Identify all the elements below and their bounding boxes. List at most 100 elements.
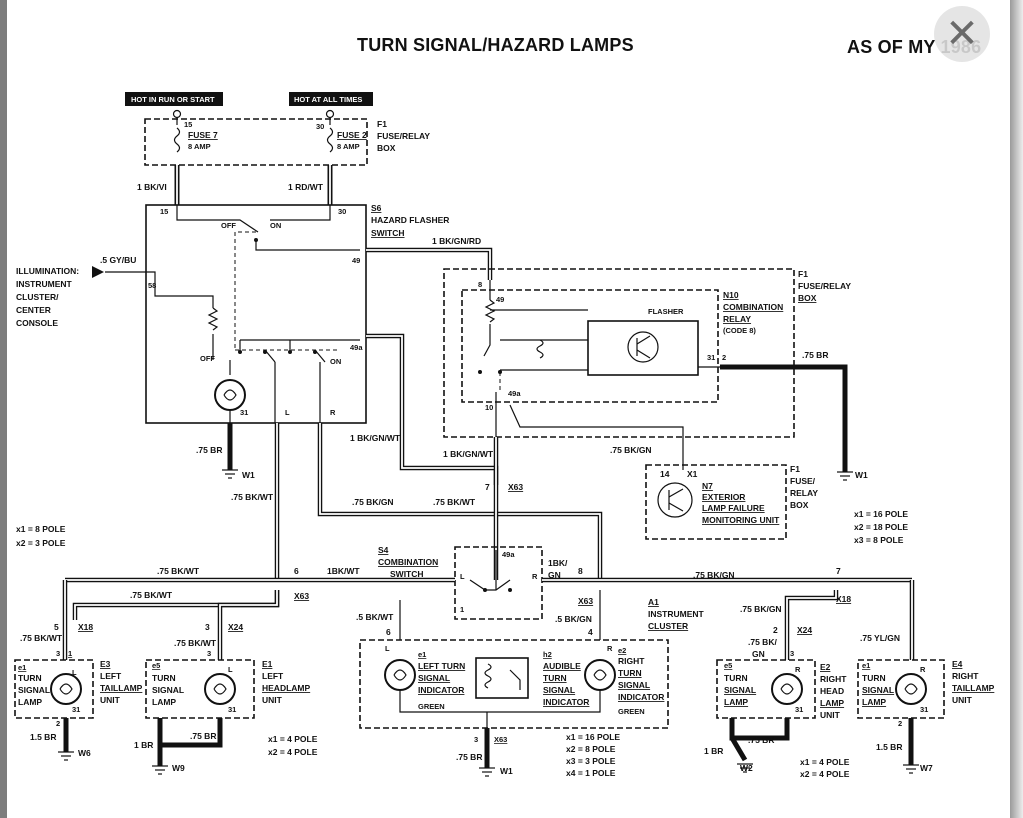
svg-text:31: 31	[707, 353, 715, 362]
svg-text:SIGNAL: SIGNAL	[18, 685, 50, 695]
svg-text:ILLUMINATION:: ILLUMINATION:	[16, 266, 79, 276]
svg-text:x3 = 3 POLE: x3 = 3 POLE	[566, 756, 616, 766]
connector-x2-a1: X63	[494, 735, 507, 744]
s6-pin-30: 30	[338, 207, 346, 216]
fuse-2-name: FUSE 2	[337, 130, 367, 140]
svg-text:TURN: TURN	[152, 673, 176, 683]
svg-text:SIGNAL: SIGNAL	[152, 685, 184, 695]
connector-x63-b: X63	[294, 591, 309, 601]
svg-text:F1: F1	[790, 464, 800, 474]
s6-on-1: ON	[270, 221, 281, 230]
pin-3-a: 3	[205, 622, 210, 632]
svg-text:COMBINATION: COMBINATION	[723, 302, 783, 312]
svg-text:14: 14	[660, 469, 670, 479]
svg-text:TURN: TURN	[18, 673, 42, 683]
svg-text:GREEN: GREEN	[618, 707, 645, 716]
wire-label-5bkgn: .5 BK/GN	[555, 614, 592, 624]
svg-text:31: 31	[72, 705, 80, 714]
wire-label-5bkwt: .5 BK/WT	[356, 612, 394, 622]
svg-text:S4: S4	[378, 545, 389, 555]
combination-switch-s4: S4 COMBINATION SWITCH 49a L R 1	[378, 545, 543, 620]
illumination-label: ILLUMINATION: INSTRUMENT CLUSTER/ CENTER…	[16, 266, 79, 328]
pin-3-d: 3	[474, 735, 478, 744]
svg-text:L: L	[460, 572, 465, 581]
svg-text:LAMP: LAMP	[152, 697, 176, 707]
svg-text:LEFT: LEFT	[100, 671, 122, 681]
pole-note-e1: x1 = 4 POLE x2 = 4 POLE	[268, 734, 318, 757]
wire-label-5gybu: .5 GY/BU	[100, 255, 136, 265]
s6-pin-R: R	[330, 408, 336, 417]
wire-label-75bkgn-relay: .75 BK/GN	[610, 445, 652, 455]
svg-text:x3 = 8 POLE: x3 = 8 POLE	[854, 535, 904, 545]
svg-text:E1: E1	[262, 659, 273, 669]
ground-w7-icon	[903, 764, 919, 774]
svg-text:BOX: BOX	[798, 293, 817, 303]
svg-text:SIGNAL: SIGNAL	[618, 680, 650, 690]
svg-text:x4 = 1 POLE: x4 = 1 POLE	[566, 768, 616, 778]
svg-text:FUSE/RELAY: FUSE/RELAY	[798, 281, 851, 291]
svg-text:RIGHT: RIGHT	[618, 656, 645, 666]
svg-text:INDICATOR: INDICATOR	[618, 692, 664, 702]
svg-text:LAMP: LAMP	[820, 698, 844, 708]
svg-text:GREEN: GREEN	[418, 702, 445, 711]
wire-label-15br-l: 1.5 BR	[30, 732, 56, 742]
svg-text:x1 = 8 POLE: x1 = 8 POLE	[16, 524, 66, 534]
wire-label-75ylgn: .75 YL/GN	[860, 633, 900, 643]
wire-label-1bkgn-b: GN	[548, 570, 561, 580]
svg-text:TURN: TURN	[862, 673, 886, 683]
svg-text:SWITCH: SWITCH	[390, 569, 424, 579]
wire-label-75bkgn-main: .75 BK/GN	[352, 497, 394, 507]
close-button[interactable]: ✕	[934, 6, 990, 62]
s6-pin-15: 15	[160, 207, 168, 216]
flasher-transistor-icon	[627, 331, 659, 363]
left-taillamp-unit-e3: 3 1 L 31 e1 TURN SIGNAL LAMP E3 LEFT TAI…	[14, 649, 143, 719]
svg-text:LAMP FAILURE: LAMP FAILURE	[702, 503, 765, 513]
fuse-7-name: FUSE 7	[188, 130, 218, 140]
lamp-failure-monitoring-n7: 14 X1 N7 EXTERIOR LAMP FAILURE MONITORIN…	[645, 464, 818, 540]
svg-text:X1: X1	[687, 469, 698, 479]
wire-label-75br-l: .75 BR	[190, 731, 216, 741]
connector-x18-r: X18	[836, 594, 851, 604]
svg-text:RELAY: RELAY	[723, 314, 751, 324]
svg-text:SIGNAL: SIGNAL	[543, 685, 575, 695]
svg-text:1: 1	[460, 605, 464, 614]
frame-edge-left	[0, 0, 7, 818]
svg-text:FLASHER: FLASHER	[648, 307, 684, 316]
power-label-all-times-text: HOT AT ALL TIMES	[294, 95, 362, 104]
fuse-box-top: 15 FUSE 7 8 AMP 30 FUSE 2 8 AMP F1 FUSE/…	[144, 109, 430, 166]
pole-note-e2: x1 = 4 POLE x2 = 4 POLE	[800, 757, 850, 779]
wire-label-75br-r: .75 BR	[748, 735, 774, 745]
pin-4: 4	[588, 627, 593, 637]
wire-label-75bkwt-top: .75 BK/WT	[157, 566, 200, 576]
fuse-box-top-line2: BOX	[377, 143, 396, 153]
svg-text:10: 10	[485, 403, 493, 412]
svg-text:49a: 49a	[508, 389, 521, 398]
s6-resistor-symbol	[207, 307, 219, 331]
svg-text:UNIT: UNIT	[262, 695, 283, 705]
ground-w1-a: W1	[242, 470, 255, 480]
s6-pin-L: L	[285, 408, 290, 417]
right-headlamp-unit-e2: 3 R 31 e5 TURN SIGNAL LAMP E2 RIGHT HEAD…	[716, 649, 847, 720]
svg-text:TURN: TURN	[543, 673, 567, 683]
wire-label-75bkgn-r2b: GN	[752, 649, 765, 659]
wire-label-75br-ic: .75 BR	[456, 752, 482, 762]
svg-text:R: R	[607, 644, 613, 653]
svg-text:LAMP: LAMP	[18, 697, 42, 707]
wire-label-75bkwt-left: .75 BK/WT	[130, 590, 173, 600]
wire-label-1bkgnwt-b: 1 BK/GN/WT	[443, 449, 494, 459]
svg-text:e1: e1	[18, 663, 26, 672]
svg-text:x2 = 3 POLE: x2 = 3 POLE	[16, 538, 66, 548]
s6-line2: SWITCH	[371, 228, 405, 238]
svg-text:SIGNAL: SIGNAL	[862, 685, 894, 695]
svg-text:49: 49	[496, 295, 504, 304]
svg-text:TURN: TURN	[618, 668, 642, 678]
audible-indicator-box	[475, 657, 529, 699]
fuse-relay-box-right: F1 FUSE/RELAY BOX	[443, 268, 851, 438]
connector-x63-c: X63	[578, 596, 593, 606]
svg-text:2: 2	[722, 353, 726, 362]
ground-w7: W7	[920, 763, 933, 773]
svg-text:LAMP: LAMP	[862, 697, 886, 707]
e4-lamp-icon	[895, 673, 927, 705]
fuse-7-pin: 15	[184, 120, 192, 129]
svg-text:E4: E4	[952, 659, 963, 669]
